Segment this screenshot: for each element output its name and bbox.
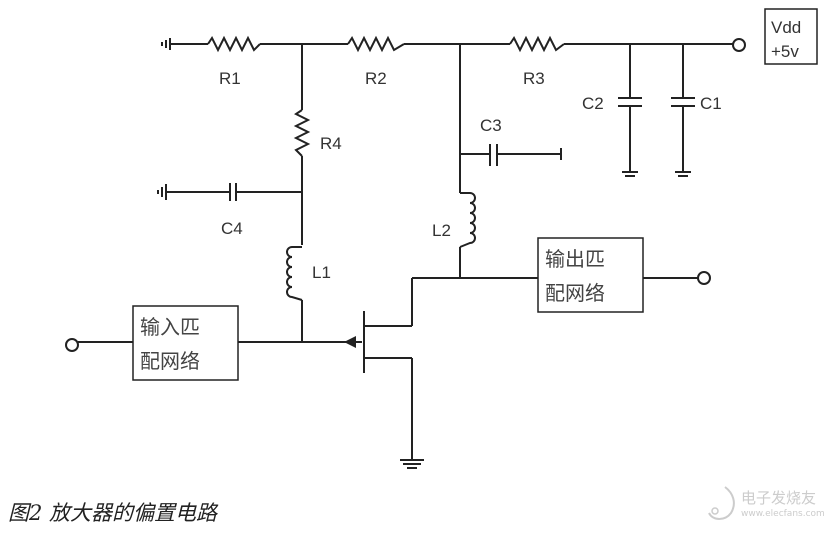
figure-caption: 图2 放大器的偏置电路 [8,501,218,525]
inductor-l1 [286,246,303,301]
vdd-terminal [732,38,746,52]
output-matching-network-box [537,237,644,313]
label-c1: C1 [700,94,722,113]
label-c4: C4 [221,219,243,238]
label-r1: R1 [219,69,241,88]
watermark-logo-icon [708,486,735,520]
label-l1: L1 [312,263,331,282]
output-matching-label-line1: 输出匹 [545,247,605,271]
capacitor-c4 [157,183,302,201]
capacitor-c1 [671,44,695,177]
label-r4: R4 [320,134,342,153]
output-matching-label-line2: 配网络 [545,281,605,305]
resistor-r2 [347,35,405,53]
transistor-fet [344,278,424,469]
vdd-label: Vdd [771,18,801,37]
input-terminal [65,338,79,352]
watermark-url: www.elecfans.com [741,509,825,519]
resistor-r4 [293,109,311,157]
watermark-name: 电子发烧友 [741,489,817,507]
vdd-box [764,8,818,65]
inductor-l2 [459,192,476,248]
label-r2: R2 [365,69,387,88]
label-c2: C2 [582,94,604,113]
resistor-r1 [207,35,261,53]
input-matching-label-line2: 配网络 [140,349,200,373]
ground-symbol-r1 [161,38,208,50]
label-l2: L2 [432,221,451,240]
label-c3: C3 [480,116,502,135]
label-r3: R3 [523,69,545,88]
output-terminal [697,271,711,285]
vdd-voltage-label: +5v [771,42,799,61]
capacitor-c3 [460,144,562,166]
resistor-r3 [509,35,565,53]
capacitor-c2 [618,44,642,177]
input-matching-label-line1: 输入匹 [140,315,200,339]
